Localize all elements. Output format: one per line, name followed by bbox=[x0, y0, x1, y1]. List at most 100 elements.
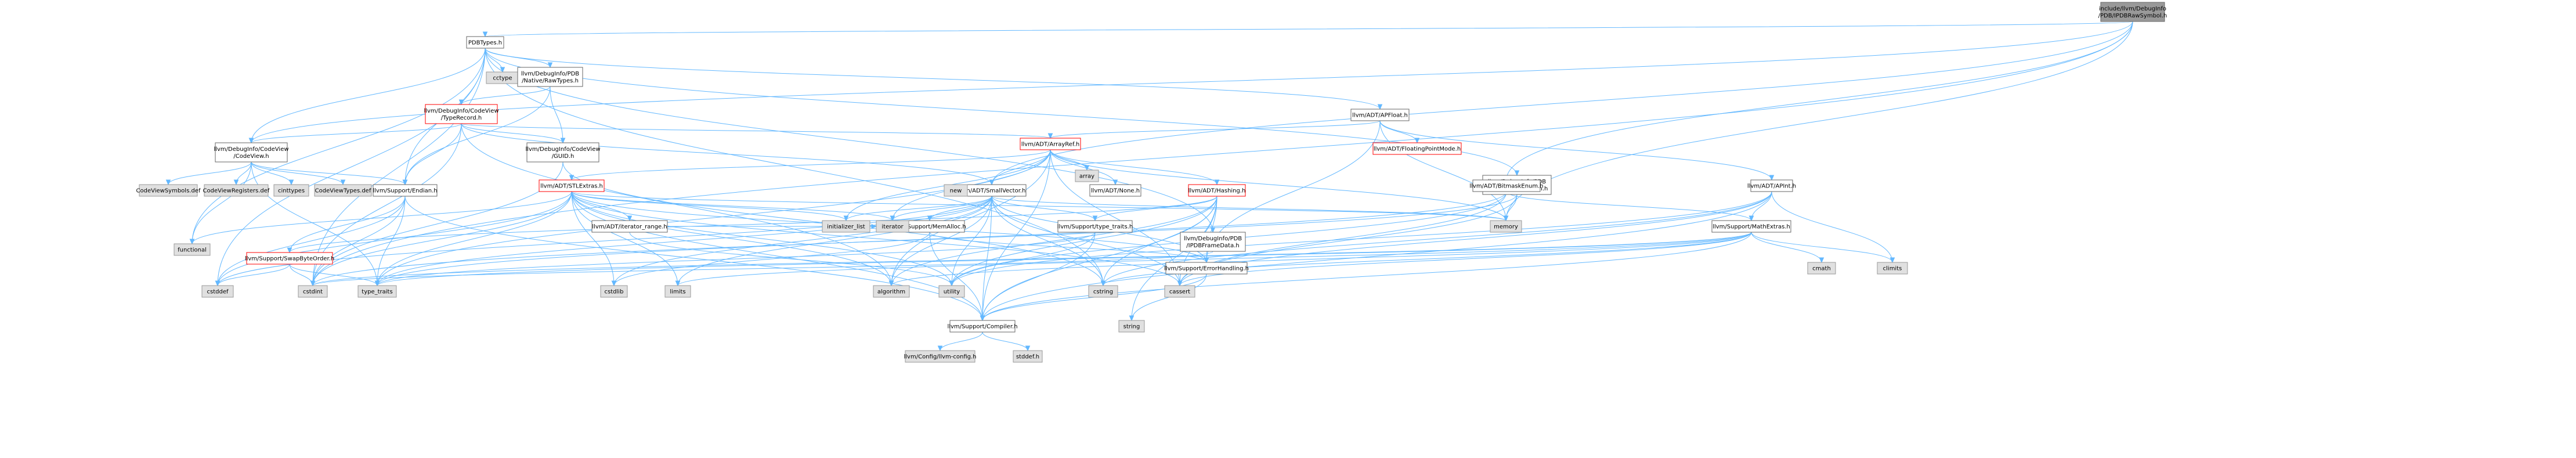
edge-root-to-smallvector bbox=[989, 21, 2133, 186]
edge-apfloat-to-apint bbox=[1379, 120, 1775, 181]
graph-node-cctype: cctype bbox=[486, 71, 519, 84]
graph-node-label: llvm/Support/ErrorHandling.h bbox=[1164, 266, 1249, 272]
graph-node-pdbtypes[interactable]: PDBTypes.h bbox=[466, 36, 504, 49]
graph-node-mathextras[interactable]: llvm/Support/MathExtras.h bbox=[1711, 220, 1791, 233]
graph-node-cstdlib: cstdlib bbox=[600, 285, 628, 298]
edge-root-to-bitmask bbox=[1504, 21, 2133, 181]
graph-node-label: cstdlib bbox=[605, 289, 624, 295]
graph-node-label: llvm/Support/SwapByteOrder.h bbox=[245, 256, 334, 262]
graph-node-climits: climits bbox=[1877, 262, 1908, 275]
graph-node-cmath: cmath bbox=[1807, 262, 1836, 275]
graph-node-errorhandling[interactable]: llvm/Support/ErrorHandling.h bbox=[1164, 262, 1249, 275]
graph-node-initlist: initializer_list bbox=[822, 220, 870, 233]
graph-node-label: /TypeRecord.h bbox=[441, 115, 482, 121]
edge-smallvector-to-compiler bbox=[980, 196, 992, 322]
graph-node-label: llvm/ADT/iterator_range.h bbox=[592, 224, 667, 230]
graph-node-label: CodeViewTypes.def bbox=[315, 188, 371, 194]
edge-smallvector-to-cassert bbox=[991, 196, 1183, 287]
graph-node-label: initializer_list bbox=[827, 224, 865, 230]
graph-node-bitmask[interactable]: llvm/ADT/BitmaskEnum.h bbox=[1469, 179, 1544, 192]
graph-node-label: climits bbox=[1883, 266, 1902, 272]
edge-rawtypes-to-guid bbox=[550, 86, 566, 144]
graph-node-label: llvm/DebugInfo/PDB bbox=[1184, 236, 1242, 242]
graph-node-config: llvm/Config/llvm-config.h bbox=[904, 350, 976, 363]
graph-node-none[interactable]: llvm/ADT/None.h bbox=[1089, 184, 1141, 197]
edge-compiler-to-config bbox=[937, 331, 983, 352]
graph-node-arrayref[interactable]: llvm/ADT/ArrayRef.h bbox=[1020, 138, 1081, 150]
graph-node-label: llvm/Support/MemAlloc.h bbox=[893, 224, 966, 230]
graph-node-label: llvm/ADT/Hashing.h bbox=[1188, 188, 1246, 194]
graph-node-label: functional bbox=[178, 247, 207, 254]
graph-node-rawtypes[interactable]: llvm/DebugInfo/PDB/Native/RawTypes.h bbox=[517, 67, 583, 87]
edge-arrayref-to-stlextras bbox=[569, 149, 1051, 181]
graph-node-label: type_traits bbox=[362, 289, 392, 295]
edge-stlextras-to-cassert bbox=[571, 191, 1183, 287]
graph-node-fpmode[interactable]: llvm/ADT/FloatingPointMode.h bbox=[1372, 142, 1462, 155]
edge-mathextras-to-cassert bbox=[1177, 232, 1752, 287]
graph-node-label: /PDB/IPDBRawSymbol.h bbox=[2098, 13, 2167, 19]
graph-node-cvtypes: CodeViewTypes.def bbox=[314, 184, 372, 197]
graph-node-ipdbframe[interactable]: llvm/DebugInfo/PDB/IPDBFrameData.h bbox=[1180, 232, 1246, 252]
graph-node-stddef: stddef.h bbox=[1013, 350, 1043, 363]
edge-typerecord-to-guid bbox=[461, 123, 566, 144]
graph-node-hashing[interactable]: llvm/ADT/Hashing.h bbox=[1188, 184, 1246, 197]
graph-node-stlextras[interactable]: llvm/ADT/STLExtras.h bbox=[539, 179, 605, 192]
graph-node-apint[interactable]: llvm/ADT/APInt.h bbox=[1747, 179, 1796, 192]
graph-node-label: array bbox=[1079, 174, 1094, 180]
edge-codeview-to-endian bbox=[251, 161, 408, 186]
graph-node-label: llvm/ADT/ArrayRef.h bbox=[1021, 142, 1080, 148]
graph-node-label: llvm/ADT/None.h bbox=[1091, 188, 1140, 194]
edge-smallvector-to-memory bbox=[991, 196, 1509, 222]
edge-mathextras-to-type_traits bbox=[374, 232, 1752, 287]
edge-stlextras-to-cstdint bbox=[310, 191, 572, 287]
edge-swapbyteorder-to-type_traits bbox=[289, 264, 380, 287]
edge-swapbyteorder-to-cstdint bbox=[289, 264, 316, 287]
graph-node-label: llvm/Support/Compiler.h bbox=[947, 324, 1017, 330]
edge-smallvector-to-cstddef bbox=[215, 196, 992, 287]
edge-codeview-to-cvsymbols bbox=[165, 161, 252, 186]
graph-node-label: llvm/Support/Endian.h bbox=[373, 188, 437, 194]
graph-node-endian[interactable]: llvm/Support/Endian.h bbox=[373, 184, 438, 197]
graph-node-iterrange[interactable]: llvm/ADT/iterator_range.h bbox=[591, 220, 668, 233]
edge-root-to-memory bbox=[1503, 21, 2133, 222]
graph-node-smallvector[interactable]: llvm/ADT/SmallVector.h bbox=[957, 184, 1027, 197]
edge-typerecord-to-arrayref bbox=[461, 123, 1053, 139]
graph-node-cvsymbols: CodeViewSymbols.def bbox=[136, 184, 201, 197]
graph-node-typetraits[interactable]: llvm/Support/type_traits.h bbox=[1057, 220, 1133, 233]
graph-node-typerecord[interactable]: llvm/DebugInfo/CodeView/TypeRecord.h bbox=[424, 104, 499, 124]
edge-mathextras-to-cstring bbox=[1100, 232, 1752, 287]
graph-node-label: /IPDBFrameData.h bbox=[1186, 243, 1239, 249]
graph-node-compiler[interactable]: llvm/Support/Compiler.h bbox=[947, 320, 1018, 333]
graph-node-label: llvm/DebugInfo/CodeView bbox=[525, 146, 600, 153]
edge-pdbtypes-to-cstddef bbox=[215, 48, 486, 287]
graph-node-label: include/llvm/DebugInfo bbox=[2099, 6, 2166, 12]
graph-node-guid[interactable]: llvm/DebugInfo/CodeView/GUID.h bbox=[525, 142, 601, 163]
graph-node-label: iterator bbox=[881, 224, 904, 230]
graph-node-codeview[interactable]: llvm/DebugInfo/CodeView/CodeView.h bbox=[214, 142, 289, 163]
edge-smallvector-to-iterator bbox=[890, 196, 992, 222]
graph-node-apfloat[interactable]: llvm/ADT/APFloat.h bbox=[1350, 109, 1410, 121]
graph-node-label: llvm/ADT/APFloat.h bbox=[1352, 113, 1408, 119]
graph-node-label: llvm/DebugInfo/PDB bbox=[521, 71, 579, 77]
graph-node-label: llvm/ADT/STLExtras.h bbox=[540, 183, 603, 190]
graph-node-iterator: iterator bbox=[876, 220, 909, 233]
graph-node-root[interactable]: include/llvm/DebugInfo/PDB/IPDBRawSymbol… bbox=[2098, 2, 2167, 22]
graph-node-label: llvm/ADT/SmallVector.h bbox=[958, 188, 1026, 194]
edge-pdbtypes-to-apfloat bbox=[485, 48, 1383, 110]
graph-node-cstring: cstring bbox=[1088, 285, 1118, 298]
edge-mathextras-to-climits bbox=[1751, 232, 1895, 264]
graph-node-cinttypes: cinttypes bbox=[273, 184, 309, 197]
graph-node-label: CodeViewRegisters.def bbox=[203, 188, 270, 194]
edge-stlextras-to-iterrange bbox=[571, 191, 633, 222]
edge-hashing-to-typetraits bbox=[1092, 196, 1217, 222]
graph-node-label: llvm/DebugInfo/CodeView bbox=[214, 146, 288, 153]
edge-swapbyteorder-to-cstddef bbox=[215, 264, 290, 287]
graph-node-type_traits: type_traits bbox=[357, 285, 397, 298]
edge-stlextras-to-cstddef bbox=[215, 191, 572, 287]
graph-node-label: limits bbox=[670, 289, 685, 295]
edge-hashing-to-swapbyteorder bbox=[287, 196, 1217, 254]
edge-codeview-to-cinttypes bbox=[251, 161, 294, 186]
edge-smallvector-to-typetraits bbox=[991, 196, 1098, 222]
graph-node-swapbyteorder[interactable]: llvm/Support/SwapByteOrder.h bbox=[245, 252, 334, 265]
node-layer: include/llvm/DebugInfo/PDB/IPDBRawSymbol… bbox=[136, 2, 2167, 363]
